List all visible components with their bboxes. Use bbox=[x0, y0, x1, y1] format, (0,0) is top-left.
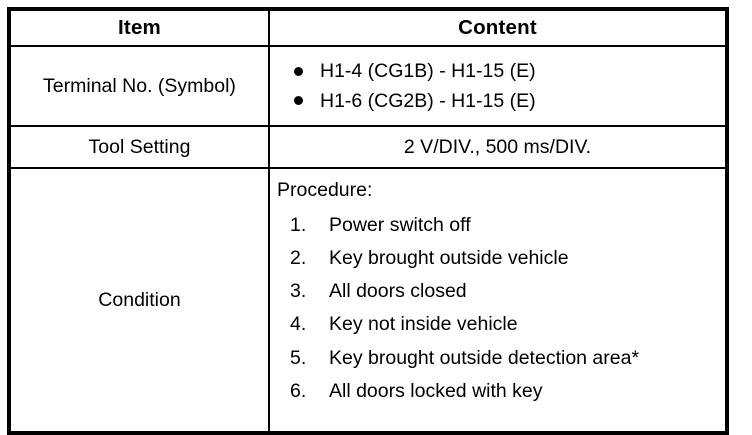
bullet-icon bbox=[294, 96, 303, 106]
row-label-condition: Condition bbox=[8, 167, 270, 434]
terminal-bullet-list: H1-4 (CG1B) - H1-15 (E) H1-6 (CG2B) - H1… bbox=[270, 58, 725, 114]
step-text: All doors locked with key bbox=[329, 379, 543, 402]
condition-body: Procedure: 1. Power switch off 2. Key br… bbox=[270, 169, 725, 431]
column-header-item: Item bbox=[8, 8, 270, 47]
list-item: 2. Key brought outside vehicle bbox=[277, 246, 725, 270]
row-content-tool-setting: 2 V/DIV., 500 ms/DIV. bbox=[268, 125, 728, 169]
step-text: Key brought outside detection area* bbox=[329, 346, 640, 369]
procedure-heading: Procedure: bbox=[277, 179, 373, 201]
step-number: 2. bbox=[290, 247, 307, 270]
table-row-condition: Condition Procedure: 1. Power switch off… bbox=[8, 167, 728, 434]
list-item: 5. Key brought outside detection area* bbox=[277, 346, 725, 370]
list-item: H1-6 (CG2B) - H1-15 (E) bbox=[290, 88, 725, 114]
row-content-condition: Procedure: 1. Power switch off 2. Key br… bbox=[268, 167, 728, 434]
table-row-terminal-no: Terminal No. (Symbol) H1-4 (CG1B) - H1-1… bbox=[8, 45, 728, 127]
table-row-tool-setting: Tool Setting 2 V/DIV., 500 ms/DIV. bbox=[8, 125, 728, 169]
step-text: Power switch off bbox=[329, 213, 471, 236]
step-number: 1. bbox=[290, 213, 307, 236]
bullet-icon bbox=[294, 66, 303, 76]
step-number: 6. bbox=[290, 379, 307, 402]
column-header-content: Content bbox=[268, 8, 728, 47]
row-label-terminal-no: Terminal No. (Symbol) bbox=[8, 45, 270, 127]
list-item: 1. Power switch off bbox=[277, 213, 725, 237]
procedure-step-list: 1. Power switch off 2. Key brought outsi… bbox=[277, 213, 725, 403]
row-content-terminal-no: H1-4 (CG1B) - H1-15 (E) H1-6 (CG2B) - H1… bbox=[268, 45, 728, 127]
list-item: 4. Key not inside vehicle bbox=[277, 312, 725, 336]
list-item: 6. All doors locked with key bbox=[277, 379, 725, 403]
terminal-pair-text: H1-4 (CG1B) - H1-15 (E) bbox=[320, 60, 536, 83]
list-item: 3. All doors closed bbox=[277, 279, 725, 303]
step-text: Key not inside vehicle bbox=[329, 313, 518, 336]
terminal-pair-text: H1-6 (CG2B) - H1-15 (E) bbox=[320, 89, 536, 112]
step-text: Key brought outside vehicle bbox=[329, 247, 569, 270]
list-item: H1-4 (CG1B) - H1-15 (E) bbox=[290, 58, 725, 84]
specification-table: Item Content Terminal No. (Symbol) H1-4 … bbox=[7, 7, 729, 435]
step-number: 4. bbox=[290, 313, 307, 336]
step-number: 5. bbox=[290, 346, 307, 369]
row-label-tool-setting: Tool Setting bbox=[8, 125, 270, 169]
table-header-row: Item Content bbox=[8, 8, 728, 47]
step-text: All doors closed bbox=[329, 280, 467, 303]
step-number: 3. bbox=[290, 280, 307, 303]
